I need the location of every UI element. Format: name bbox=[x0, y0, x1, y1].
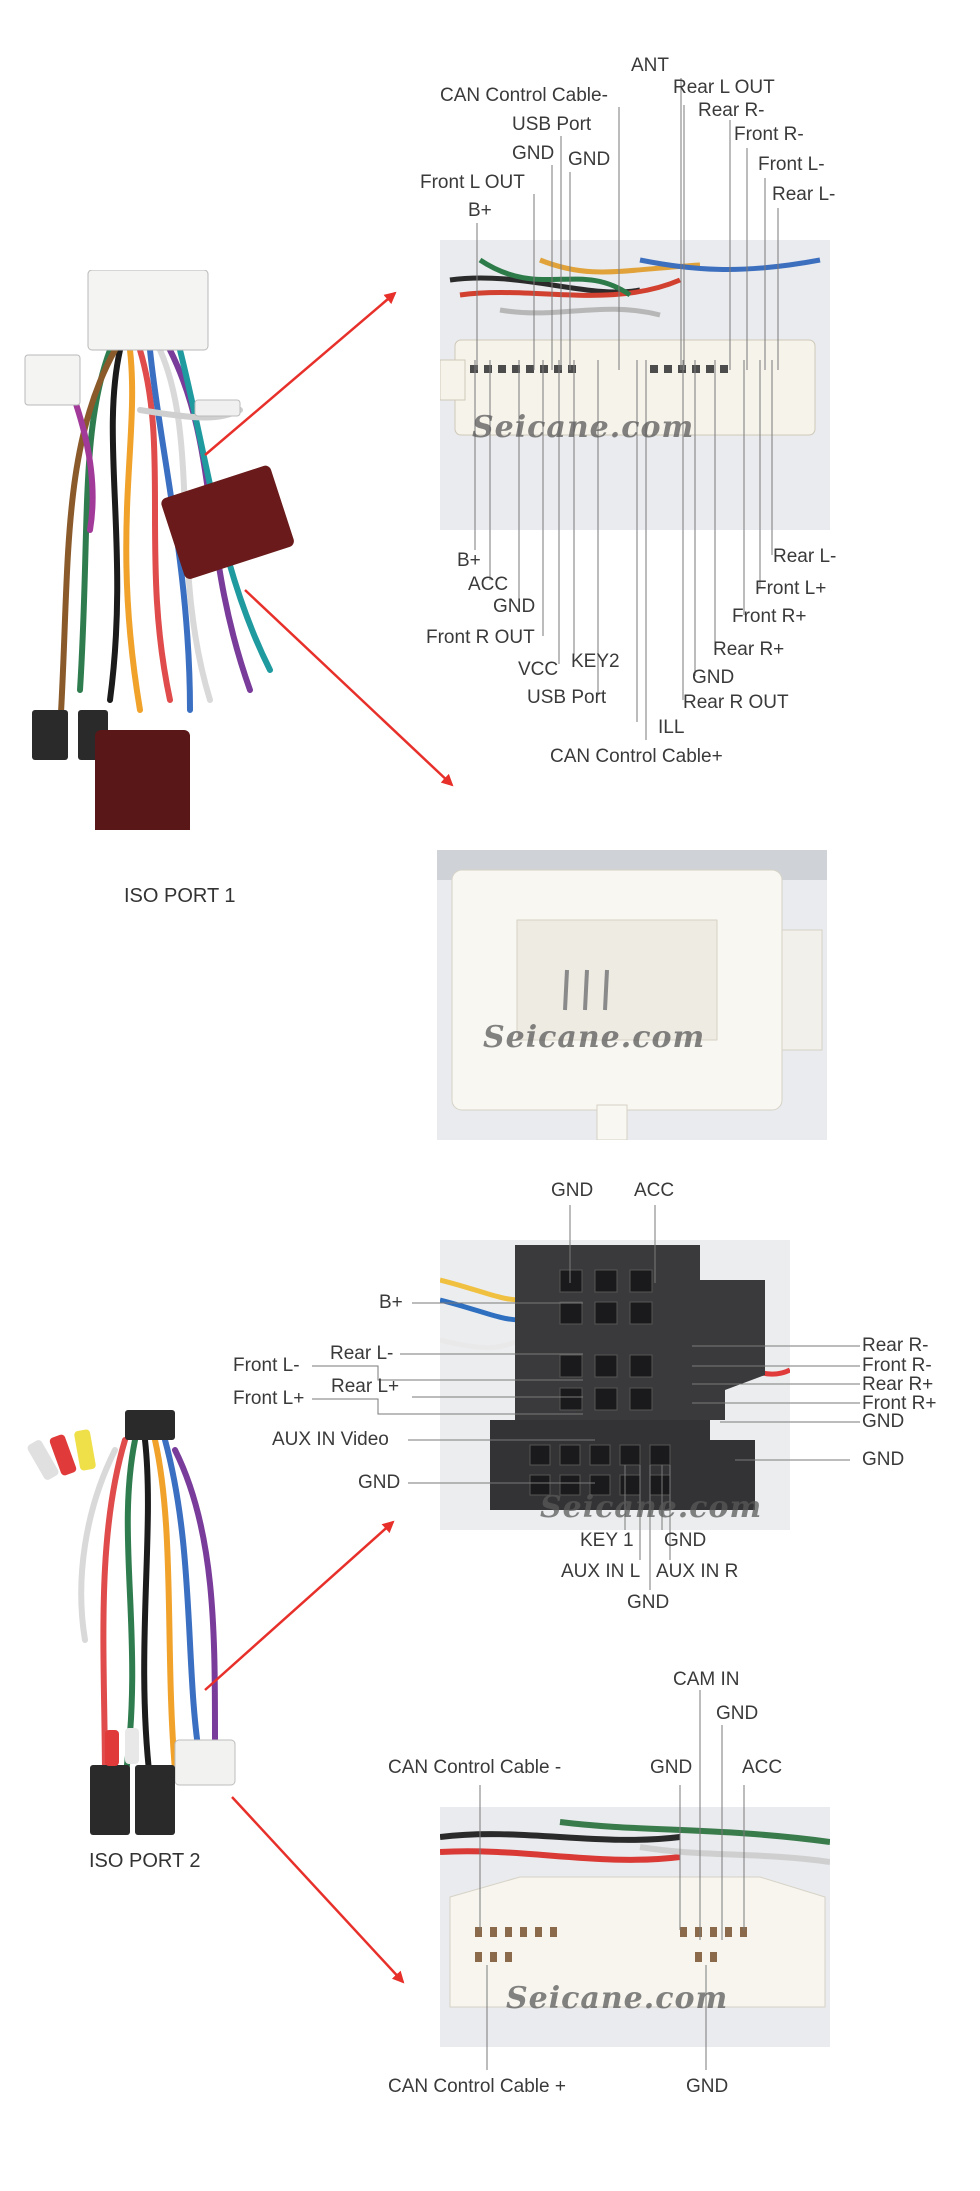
c3-pin-aux-in-l: AUX IN L bbox=[561, 1561, 641, 1582]
pin-ill: ILL bbox=[658, 717, 685, 738]
c4-pin-gnd-a: GND bbox=[716, 1703, 759, 1724]
pin-usb-port-bottom: USB Port bbox=[527, 687, 607, 708]
c3-pin-gnd-top: GND bbox=[551, 1180, 594, 1201]
harness-1-small-plug bbox=[194, 399, 241, 417]
c3-pin-aux-in-video: AUX IN Video bbox=[272, 1429, 389, 1450]
harness-2-photo bbox=[27, 1410, 236, 1835]
connector-4-pins bbox=[475, 1927, 747, 1962]
pin-acc-bottom: ACC bbox=[468, 574, 509, 595]
connector-3-cavities bbox=[529, 1269, 671, 1496]
pin-usb-port-top: USB Port bbox=[512, 114, 592, 135]
pin-front-r-minus: Front R- bbox=[734, 124, 804, 145]
red-arrows bbox=[204, 291, 454, 1984]
c3-pin-acc: ACC bbox=[634, 1180, 675, 1201]
c3-pin-rear-l-minus: Rear L- bbox=[330, 1343, 394, 1364]
arrow-2 bbox=[244, 589, 454, 787]
pin-rear-l-minus-bottom: Rear L- bbox=[773, 546, 837, 567]
c3-pin-front-r-plus: Front R+ bbox=[862, 1393, 937, 1414]
watermark-3: Seicane.com bbox=[540, 1490, 763, 1525]
arrow-4 bbox=[231, 1796, 405, 1984]
iso-port-2-label: ISO PORT 2 bbox=[89, 1850, 201, 1872]
c3-pin-gnd-left: GND bbox=[358, 1472, 401, 1493]
pin-b-plus-bottom: B+ bbox=[457, 550, 481, 571]
c3-pin-gnd-right-1: GND bbox=[862, 1411, 905, 1432]
c4-pin-can-control-cable-minus: CAN Control Cable - bbox=[388, 1757, 562, 1778]
harness-1-can-box-2 bbox=[161, 465, 294, 579]
pin-can-control-cable-plus: CAN Control Cable+ bbox=[550, 746, 723, 767]
pin-gnd-bottom: GND bbox=[493, 596, 536, 617]
watermark-4: Seicane.com bbox=[506, 1981, 729, 2016]
pin-rear-l-out: Rear L OUT bbox=[673, 77, 775, 98]
c3-pin-rear-l-plus: Rear L+ bbox=[331, 1376, 400, 1397]
c3-pin-gnd-bottom-1: GND bbox=[664, 1530, 707, 1551]
c3-pin-b-plus: B+ bbox=[379, 1292, 403, 1313]
pin-front-l-plus: Front L+ bbox=[755, 578, 827, 599]
c3-pin-rear-r-plus: Rear R+ bbox=[862, 1374, 934, 1395]
pin-front-l-out: Front L OUT bbox=[420, 172, 525, 193]
harness-1-can-box-1 bbox=[95, 730, 190, 830]
pin-gnd-top-a: GND bbox=[512, 143, 555, 164]
watermark-1: Seicane.com bbox=[472, 410, 695, 445]
harness-2-black-plug bbox=[90, 1765, 130, 1835]
rca-bottom bbox=[105, 1728, 139, 1766]
c3-pin-gnd-right-2: GND bbox=[862, 1449, 905, 1470]
iso-port-1-label: ISO PORT 1 bbox=[124, 885, 236, 907]
c3-pin-rear-r-minus: Rear R- bbox=[862, 1335, 929, 1356]
c3-pin-front-l-minus: Front L- bbox=[233, 1355, 300, 1376]
pin-gnd-top-b: GND bbox=[568, 149, 611, 170]
c3-pin-key-1: KEY 1 bbox=[580, 1530, 634, 1551]
c4-pin-can-control-cable-plus: CAN Control Cable + bbox=[388, 2076, 566, 2097]
pin-rear-r-minus: Rear R- bbox=[698, 100, 765, 121]
arrow-3 bbox=[204, 1520, 395, 1691]
c4-pin-gnd-bottom: GND bbox=[686, 2076, 729, 2097]
c3-pin-front-l-plus: Front L+ bbox=[233, 1388, 305, 1409]
harness-1-photo bbox=[24, 270, 294, 830]
arrow-1 bbox=[204, 291, 397, 456]
harness-1-side-connector bbox=[24, 354, 81, 406]
pin-ant: ANT bbox=[631, 55, 669, 76]
pin-rear-r-out: Rear R OUT bbox=[683, 692, 789, 713]
rca-plugs bbox=[27, 1429, 96, 1480]
c4-pin-gnd-b: GND bbox=[650, 1757, 693, 1778]
c4-pin-acc: ACC bbox=[742, 1757, 783, 1778]
connector-2-photo bbox=[437, 850, 827, 1140]
connector-4-body bbox=[449, 1876, 826, 2008]
harness-2-black-plug-2 bbox=[135, 1765, 175, 1835]
connector-1-pins bbox=[470, 365, 728, 373]
harness-1-main-connector bbox=[87, 270, 209, 351]
harness-2-white-connector bbox=[174, 1739, 236, 1786]
connector-4-photo bbox=[440, 1807, 830, 2047]
pin-front-r-out: Front R OUT bbox=[426, 627, 535, 648]
watermark-2: Seicane.com bbox=[483, 1020, 706, 1055]
pin-front-l-minus: Front L- bbox=[758, 154, 825, 175]
connector-3-photo bbox=[440, 1240, 790, 1530]
pin-b-plus-top: B+ bbox=[468, 200, 492, 221]
leader-lines bbox=[312, 78, 860, 2070]
harness-1-black-plug bbox=[32, 710, 68, 760]
c3-pin-front-r-minus: Front R- bbox=[862, 1355, 932, 1376]
c4-pin-cam-in: CAM IN bbox=[673, 1669, 740, 1690]
pin-vcc: VCC bbox=[518, 659, 559, 680]
pin-gnd-bottom-2: GND bbox=[692, 667, 735, 688]
pin-rear-l-minus-top: Rear L- bbox=[772, 184, 836, 205]
pin-can-control-cable-minus: CAN Control Cable- bbox=[440, 85, 608, 106]
pin-key2: KEY2 bbox=[571, 651, 620, 672]
c3-pin-gnd-bottom-2: GND bbox=[627, 1592, 670, 1613]
c3-pin-aux-in-r: AUX IN R bbox=[656, 1561, 739, 1582]
pin-rear-r-plus: Rear R+ bbox=[713, 639, 785, 660]
pin-front-r-plus: Front R+ bbox=[732, 606, 807, 627]
